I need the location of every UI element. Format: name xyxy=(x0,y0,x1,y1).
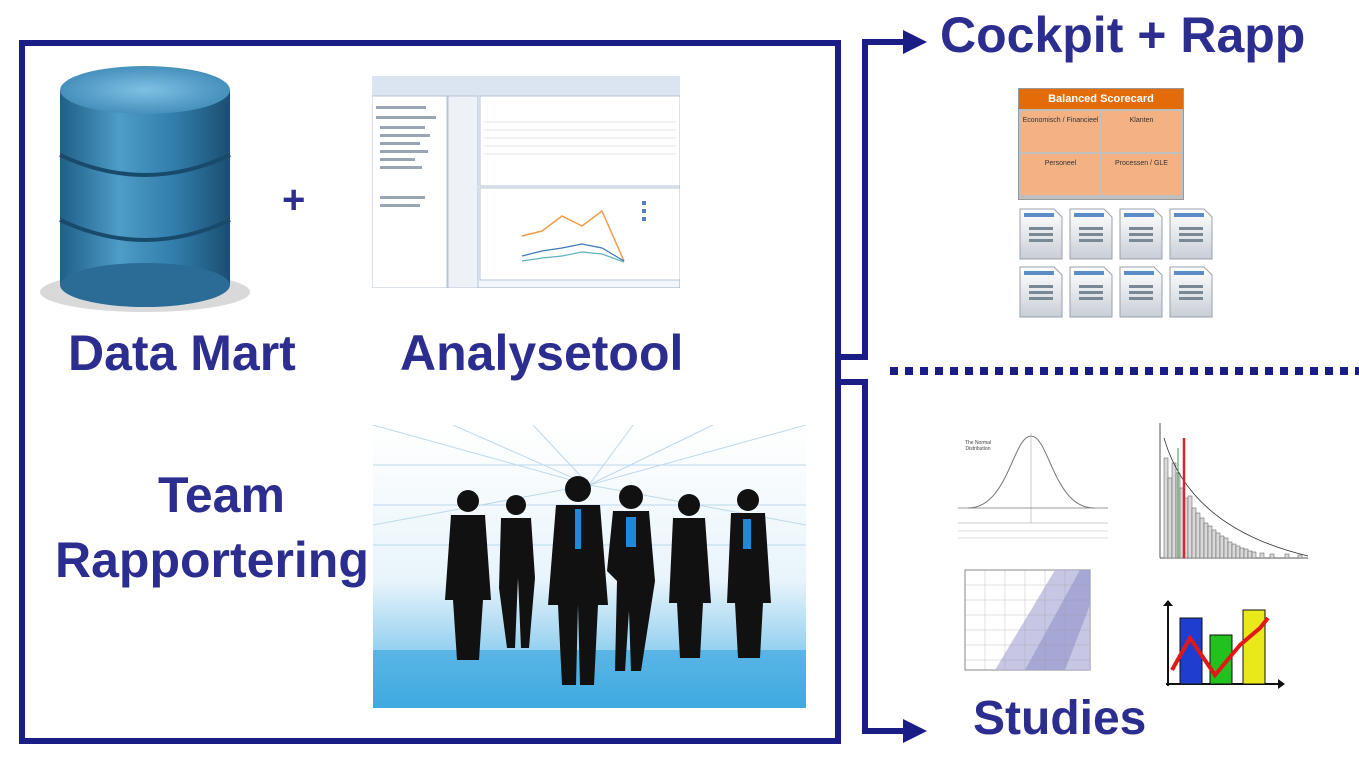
cockpit-rapp-label: Cockpit + Rapp xyxy=(940,7,1306,63)
report-documents-icon xyxy=(1019,208,1213,318)
bar-chart-icon xyxy=(1163,600,1285,689)
main-frame xyxy=(19,40,841,744)
business-team-photo xyxy=(373,425,806,708)
connector-diagram xyxy=(835,30,1359,743)
scorecard-title: Balanced Scorecard xyxy=(1019,89,1183,109)
scorecard-cell-customers: Klanten xyxy=(1102,111,1181,152)
analysis-tool-screenshot xyxy=(372,76,680,288)
connector-bottom-line xyxy=(835,379,905,734)
scorecard-cell-financial: Economisch / Financieel xyxy=(1021,111,1100,152)
data-mart-label: Data Mart xyxy=(68,325,296,381)
plus-sign: + xyxy=(282,178,306,222)
scorecard-cell-personnel: Personeel xyxy=(1021,154,1100,195)
analysetool-label: Analysetool xyxy=(400,325,684,381)
bmi-chart-figure xyxy=(964,569,1091,671)
team-label: Team xyxy=(158,467,285,523)
database-icon xyxy=(40,66,250,312)
connector-top-line xyxy=(835,39,905,360)
scorecard-cell-processes: Processen / GLE xyxy=(1102,154,1181,195)
balanced-scorecard: Balanced Scorecard Economisch / Financie… xyxy=(1018,88,1184,200)
histogram-figure xyxy=(1159,423,1309,559)
arrow-top-icon xyxy=(903,30,927,54)
studies-label: Studies xyxy=(973,692,1147,745)
rapportering-label: Rapportering xyxy=(55,532,369,588)
normal-distribution-figure xyxy=(958,433,1108,539)
normal-distribution-caption: The Normal Distribution xyxy=(964,440,992,452)
arrow-bottom-icon xyxy=(903,719,927,743)
